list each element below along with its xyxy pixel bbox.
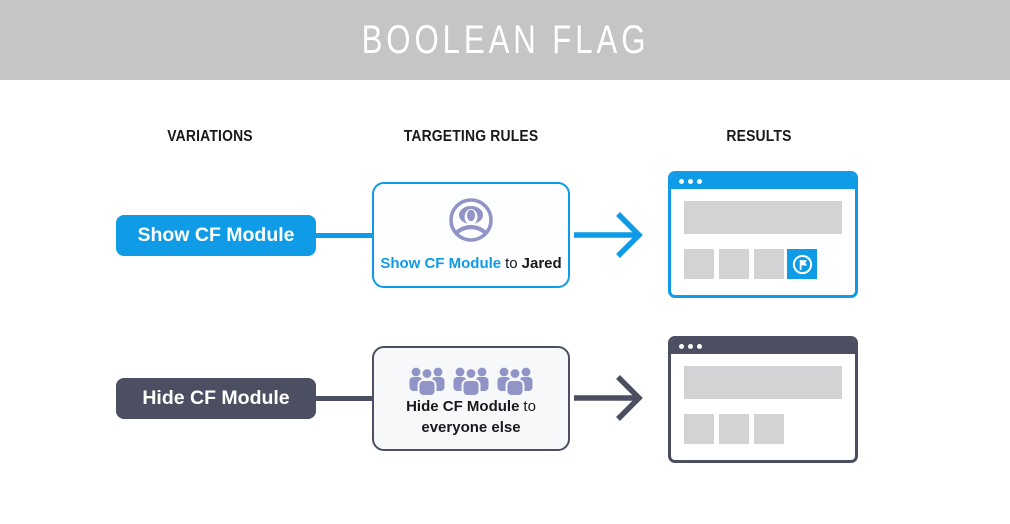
arrow-right-icon: [574, 375, 643, 421]
window-titlebar: [671, 174, 855, 189]
rule-subject: Hide CF Module: [406, 398, 520, 415]
result-window-hide: [668, 336, 858, 463]
content-placeholder-tile: [684, 414, 714, 444]
header-banner: BOOLEAN FLAG: [0, 0, 1010, 80]
column-label-targeting-rules: TARGETING RULES: [403, 128, 539, 145]
content-placeholder-tile: [684, 249, 714, 279]
content-placeholder-tile: [719, 249, 749, 279]
window-dot: [688, 344, 693, 349]
content-placeholder-banner: [684, 366, 842, 399]
page-title: BOOLEAN FLAG: [361, 17, 649, 62]
variation-pill-show-cf-module: Show CF Module: [116, 215, 316, 256]
connector-line: [313, 396, 374, 401]
window-dot: [679, 344, 684, 349]
window-titlebar: [671, 339, 855, 354]
content-placeholder-tile: [719, 414, 749, 444]
rule-audience: Jared: [521, 255, 562, 272]
rule-audience: everyone else: [421, 419, 521, 436]
single-user-icon: [449, 198, 493, 242]
window-dot: [679, 179, 684, 184]
result-window-show: [668, 171, 858, 298]
rule-subject: Show CF Module: [380, 255, 502, 272]
content-placeholder-banner: [684, 201, 842, 234]
rule-connector: to: [505, 255, 518, 272]
content-placeholder-tile: [754, 414, 784, 444]
cf-module-tile: [787, 249, 817, 279]
window-dot: [697, 179, 702, 184]
column-label-variations: VARIATIONS: [167, 128, 253, 145]
column-label-results: RESULTS: [726, 128, 792, 145]
content-placeholder-tile: [754, 249, 784, 279]
window-dot: [697, 344, 702, 349]
window-dot: [688, 179, 693, 184]
arrow-right-icon: [574, 212, 643, 258]
flag-icon: [792, 254, 812, 274]
crowd-icon: [409, 367, 533, 397]
rule-connector: to: [523, 398, 536, 415]
variation-pill-hide-cf-module: Hide CF Module: [116, 378, 316, 419]
connector-line: [313, 233, 374, 238]
